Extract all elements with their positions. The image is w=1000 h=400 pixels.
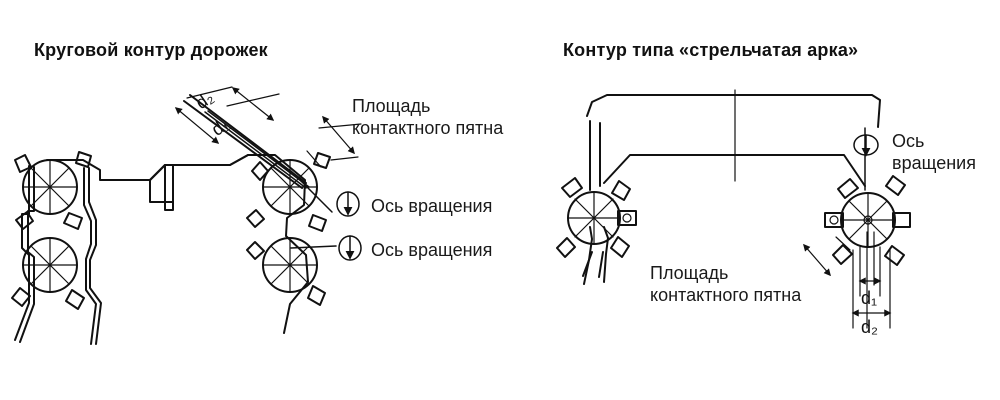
left-contact-area-label: Площадь контактного пятна	[352, 96, 504, 138]
left-axis-label-2: Ось вращения	[371, 240, 493, 260]
right-panel-title: Контур типа «стрельчатая арка»	[563, 40, 859, 60]
right-axis-label: Ось вращения	[892, 131, 976, 173]
right-d2-label: d₂	[861, 317, 878, 337]
left-panel-title: Круговой контур дорожек	[34, 40, 268, 60]
left-diagram	[11, 86, 362, 345]
left-axis-label-1: Ось вращения	[371, 196, 493, 216]
right-d1-label: d₁	[861, 288, 878, 308]
right-contact-area-label: Площадь контактного пятна	[650, 263, 802, 305]
right-diagram	[556, 89, 911, 329]
